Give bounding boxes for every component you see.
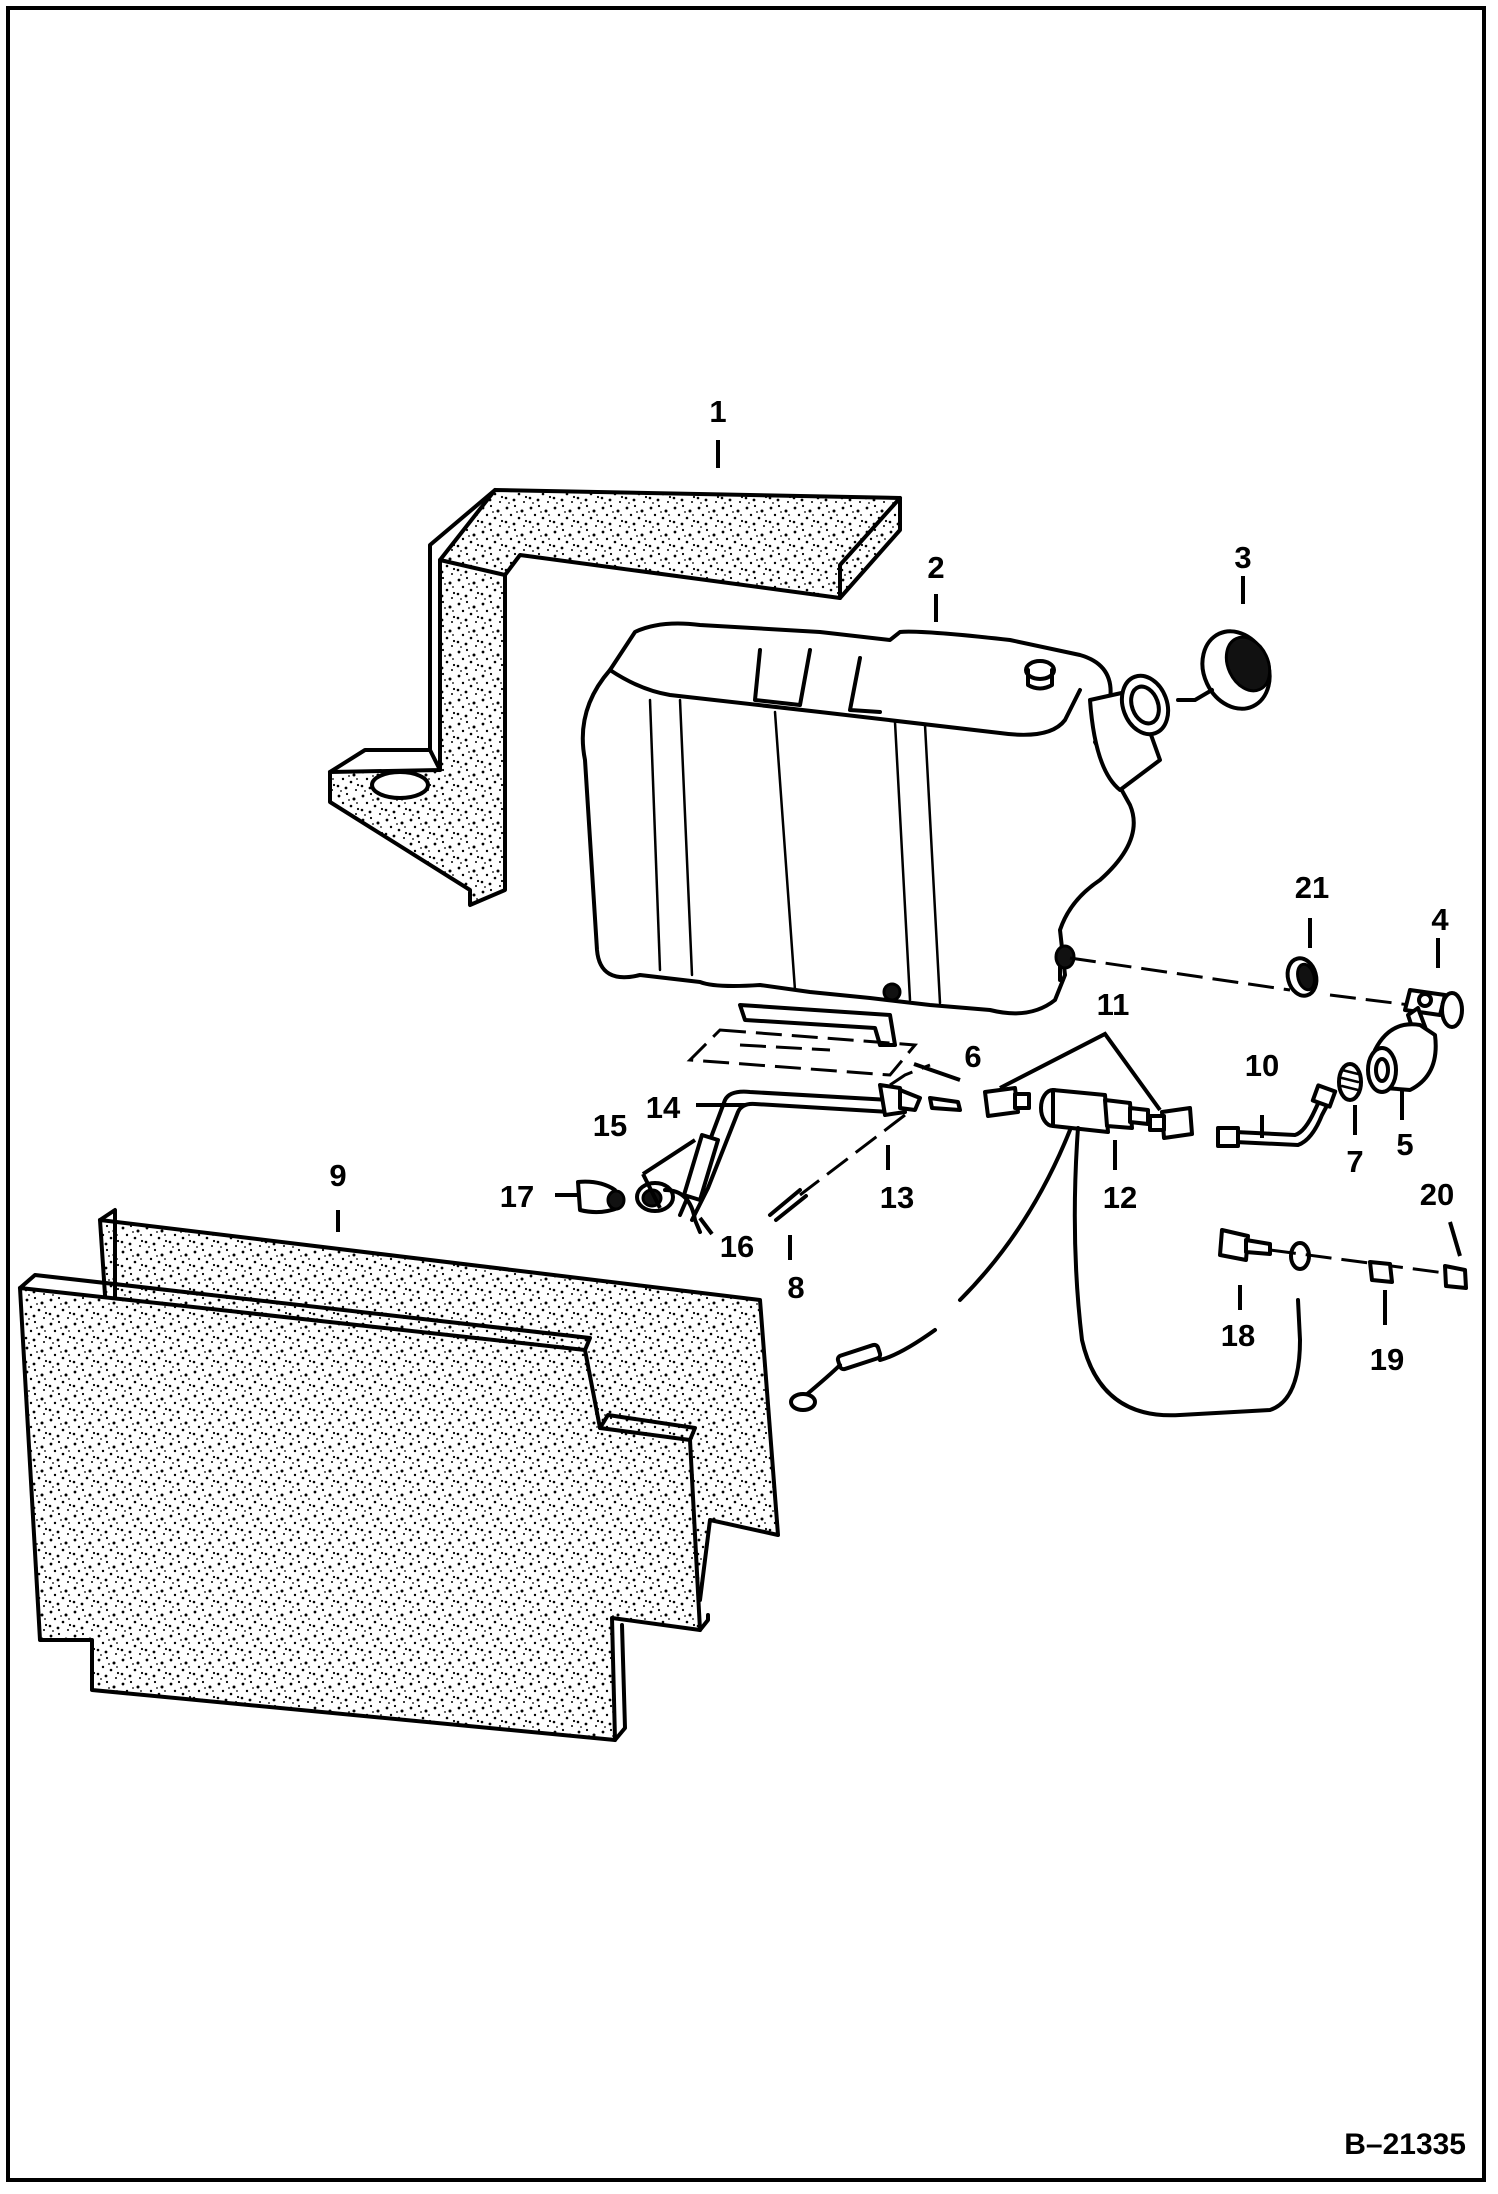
- assembly-line: [1069, 956, 1291, 992]
- callout-10: 10: [1245, 1048, 1279, 1083]
- callout-12: 12: [1103, 1180, 1137, 1215]
- callout-11: 11: [1097, 987, 1130, 1022]
- grommet: [1285, 956, 1319, 998]
- callout-14: 14: [646, 1090, 681, 1125]
- callout-7: 7: [1346, 1144, 1363, 1179]
- hose-sleeve: [682, 1133, 720, 1202]
- hold-down-strap: [328, 488, 902, 907]
- callout-2: 2: [927, 550, 944, 585]
- drawing-number: B–21335: [1344, 2128, 1466, 2161]
- callout-15: 15: [593, 1108, 627, 1143]
- clamp-bracket: [799, 1083, 962, 1197]
- callout-6: 6: [964, 1039, 981, 1074]
- switch-wire: [878, 1328, 937, 1362]
- wire-connector: [835, 1342, 883, 1372]
- insulation-pad-front: [18, 1273, 710, 1742]
- fuel-sender: [1366, 1022, 1438, 1094]
- callout-17: 17: [500, 1179, 534, 1214]
- callout-18: 18: [1221, 1318, 1255, 1353]
- callout-leaders: [336, 440, 1462, 1325]
- callout-8: 8: [787, 1270, 804, 1305]
- nut: [882, 982, 902, 1002]
- fitting-seal: [1337, 1062, 1363, 1102]
- screw: [768, 1188, 808, 1222]
- ground-bolt: [1218, 1228, 1468, 1290]
- callout-13: 13: [880, 1180, 914, 1215]
- wire-terminal: [789, 1392, 817, 1412]
- callout-21: 21: [1295, 870, 1329, 905]
- fuel-tube-short: [1216, 1083, 1338, 1148]
- assembly-line: [889, 1063, 931, 1087]
- fuel-tank: [580, 621, 1171, 1077]
- adapter-fitting: [983, 1086, 1194, 1140]
- switch-wire: [958, 1128, 1072, 1302]
- callout-labels: 1 2 3 21 4 11 6 10 14 15 5 7 9 17 13 12 …: [329, 394, 1466, 2161]
- callout-16: 16: [720, 1229, 754, 1264]
- pressure-switch: [1039, 1088, 1150, 1134]
- callout-4: 4: [1431, 902, 1449, 937]
- callout-19: 19: [1370, 1342, 1404, 1377]
- callout-20: 20: [1420, 1177, 1454, 1212]
- callout-9: 9: [329, 1158, 346, 1193]
- switch-wire: [1072, 1126, 1302, 1418]
- callout-3: 3: [1234, 540, 1251, 575]
- fuel-cap: [1176, 629, 1272, 711]
- bleed-valve: [576, 1179, 626, 1215]
- callout-5: 5: [1396, 1127, 1413, 1162]
- assembly-line: [1329, 993, 1411, 1007]
- callout-1: 1: [709, 394, 726, 429]
- diagram-frame: [6, 6, 1486, 2182]
